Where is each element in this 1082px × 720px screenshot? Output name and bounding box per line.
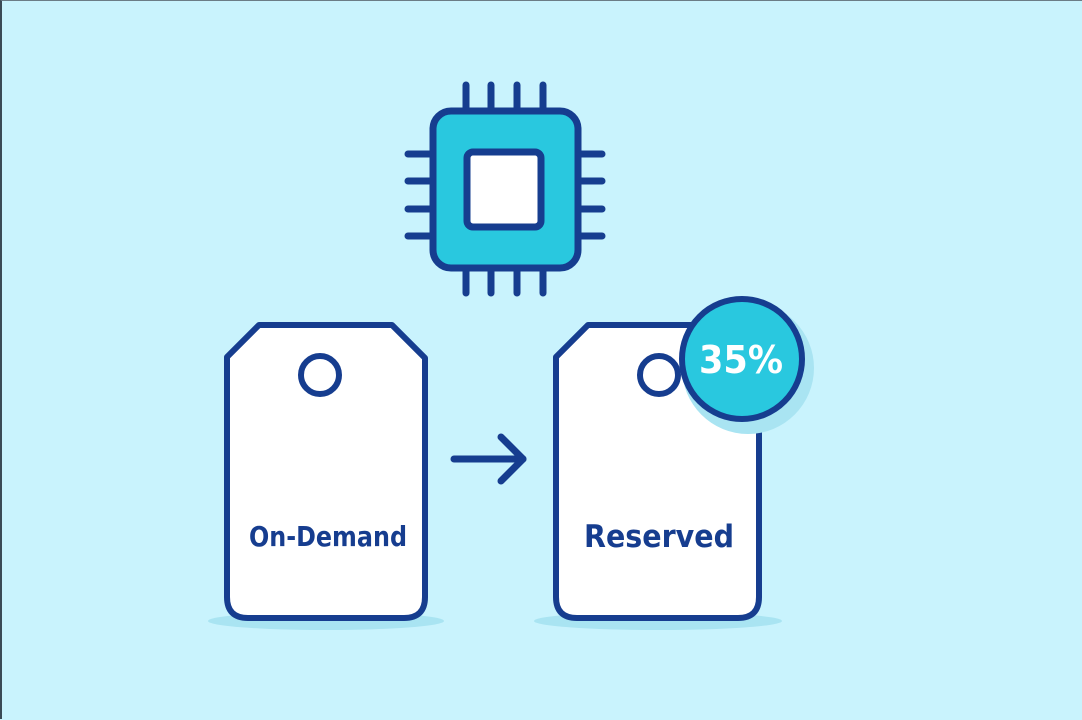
chip-core — [463, 148, 545, 231]
tag-hole — [637, 353, 681, 397]
badge-circle — [679, 296, 805, 422]
reserved-label: Reserved — [584, 519, 734, 555]
discount-label: 35% — [699, 338, 783, 382]
price-tag-icon — [224, 322, 428, 621]
chip-pins — [404, 81, 606, 297]
discount-badge: 35% — [679, 296, 814, 434]
on-demand-tag: On-Demand — [208, 322, 444, 630]
arrow-right-icon — [450, 433, 527, 485]
cpu-chip-icon — [404, 81, 606, 297]
tag-hole — [298, 353, 342, 397]
on-demand-label: On-Demand — [249, 520, 407, 553]
